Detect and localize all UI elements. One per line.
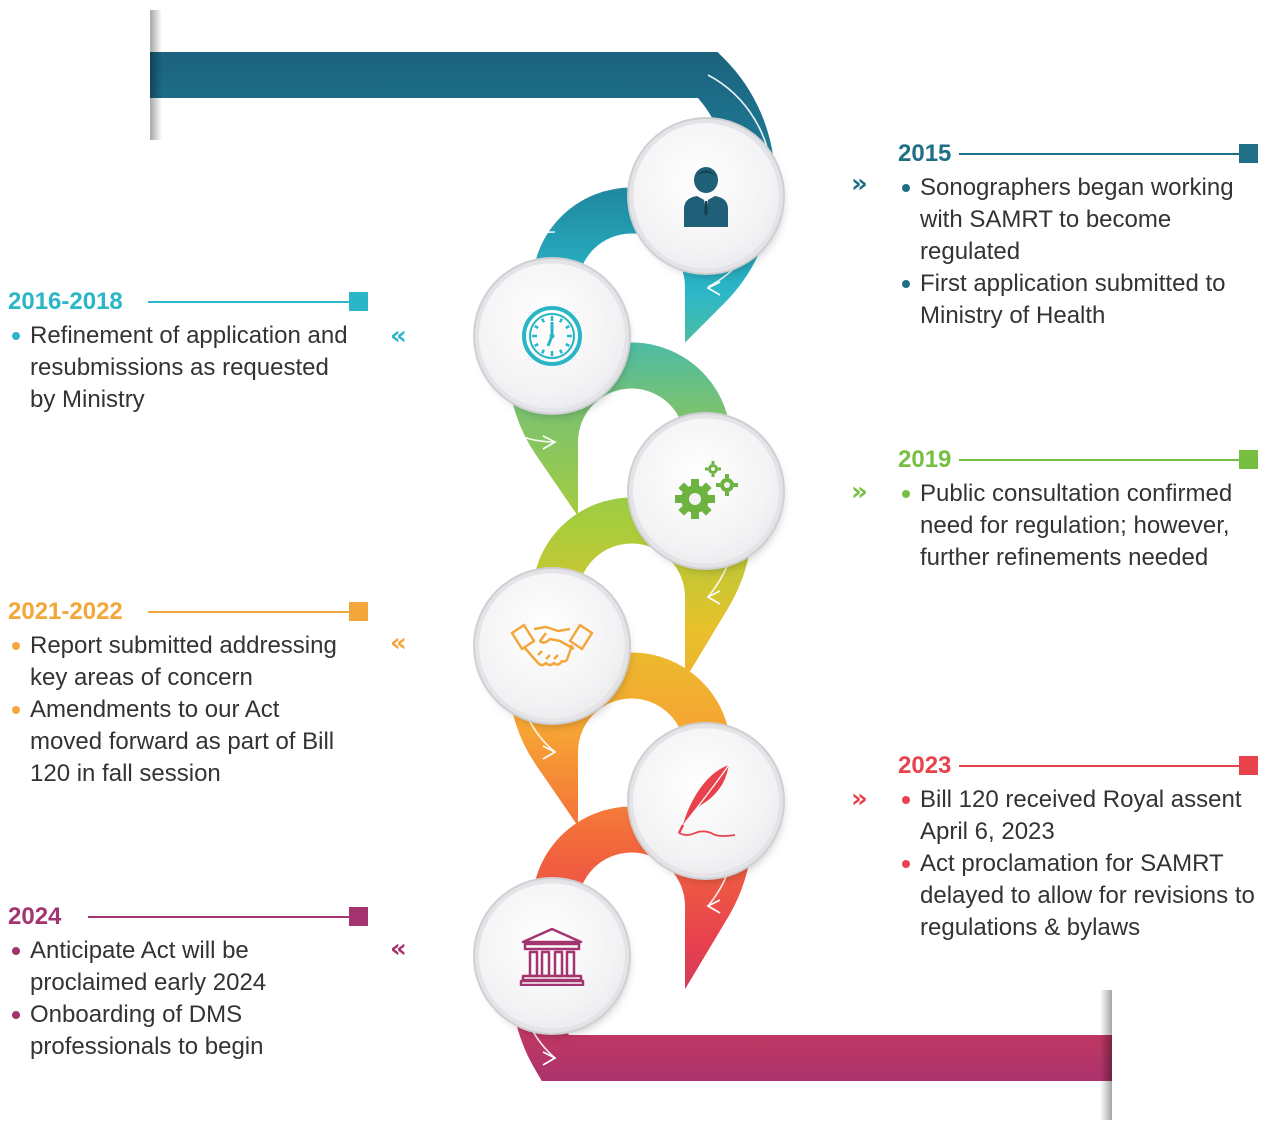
chevron-left-icon: « — [390, 934, 407, 964]
milestone-2021-2022: 2021-2022 Report submitted addressing ke… — [8, 599, 368, 790]
medallion-2024 — [479, 883, 625, 1029]
milestone-item: Refinement of application and resubmissi… — [8, 320, 348, 416]
milestone-2016-2018: 2016-2018 Refinement of application and … — [8, 289, 368, 416]
milestone-item: Act proclamation for SAMRT delayed to al… — [898, 848, 1258, 944]
milestone-rule — [958, 765, 1248, 767]
medallion-2023 — [633, 728, 779, 874]
government-building-icon — [519, 927, 585, 986]
road-arrows — [542, 281, 721, 1066]
milestone-marker — [1239, 144, 1258, 163]
milestone-item: Sonographers began working with SAMRT to… — [898, 172, 1258, 268]
chevron-left-icon: « — [390, 321, 407, 351]
medallion-2021-2022 — [479, 573, 625, 719]
businessman-icon — [684, 167, 728, 227]
milestone-item: First application submitted to Ministry … — [898, 268, 1258, 332]
milestone-item: Anticipate Act will be proclaimed early … — [8, 935, 338, 999]
milestone-marker — [1239, 756, 1258, 775]
chevron-right-icon: » — [851, 784, 868, 814]
milestone-item: Bill 120 received Royal assent April 6, … — [898, 784, 1258, 848]
milestone-marker — [349, 907, 368, 926]
milestone-rule — [88, 916, 358, 918]
milestone-year: 2015 — [898, 141, 960, 167]
medallion-2016-2018 — [479, 263, 625, 409]
milestone-marker — [349, 292, 368, 311]
milestone-2024: 2024 Anticipate Act will be proclaimed e… — [8, 904, 368, 1063]
milestone-year: 2024 — [8, 904, 70, 930]
milestone-item: Report submitted addressing key areas of… — [8, 630, 338, 694]
milestone-year: 2016-2018 — [8, 289, 131, 315]
quill-icon — [677, 764, 736, 837]
road-start-shadow — [150, 10, 162, 140]
road-end-shadow — [1100, 990, 1112, 1120]
milestone-2023: 2023 Bill 120 received Royal assent Apri… — [898, 753, 1258, 944]
gears-icon — [675, 461, 738, 519]
medallion-2015 — [633, 123, 779, 269]
milestone-item: Public consultation confirmed need for r… — [898, 478, 1258, 574]
milestone-rule — [148, 611, 358, 613]
clock-icon — [522, 306, 582, 366]
road-guide-line — [449, 231, 556, 443]
milestone-rule — [958, 459, 1248, 461]
chevron-left-icon: « — [390, 628, 407, 658]
handshake-icon — [510, 623, 594, 667]
milestone-2015: 2015 Sonographers began working with SAM… — [898, 141, 1258, 332]
milestone-marker — [349, 602, 368, 621]
milestone-year: 2023 — [898, 753, 960, 779]
milestone-item: Amendments to our Act moved forward as p… — [8, 694, 338, 790]
medallion-2019 — [633, 418, 779, 564]
milestone-item: Onboarding of DMS professionals to begin — [8, 999, 338, 1063]
milestone-rule — [148, 301, 358, 303]
milestone-marker — [1239, 450, 1258, 469]
chevron-right-icon: » — [851, 169, 868, 199]
milestone-rule — [958, 153, 1248, 155]
milestone-2019: 2019 Public consultation confirmed need … — [898, 447, 1258, 574]
milestone-year: 2019 — [898, 447, 960, 473]
chevron-right-icon: » — [851, 477, 868, 507]
milestone-year: 2021-2022 — [8, 599, 131, 625]
